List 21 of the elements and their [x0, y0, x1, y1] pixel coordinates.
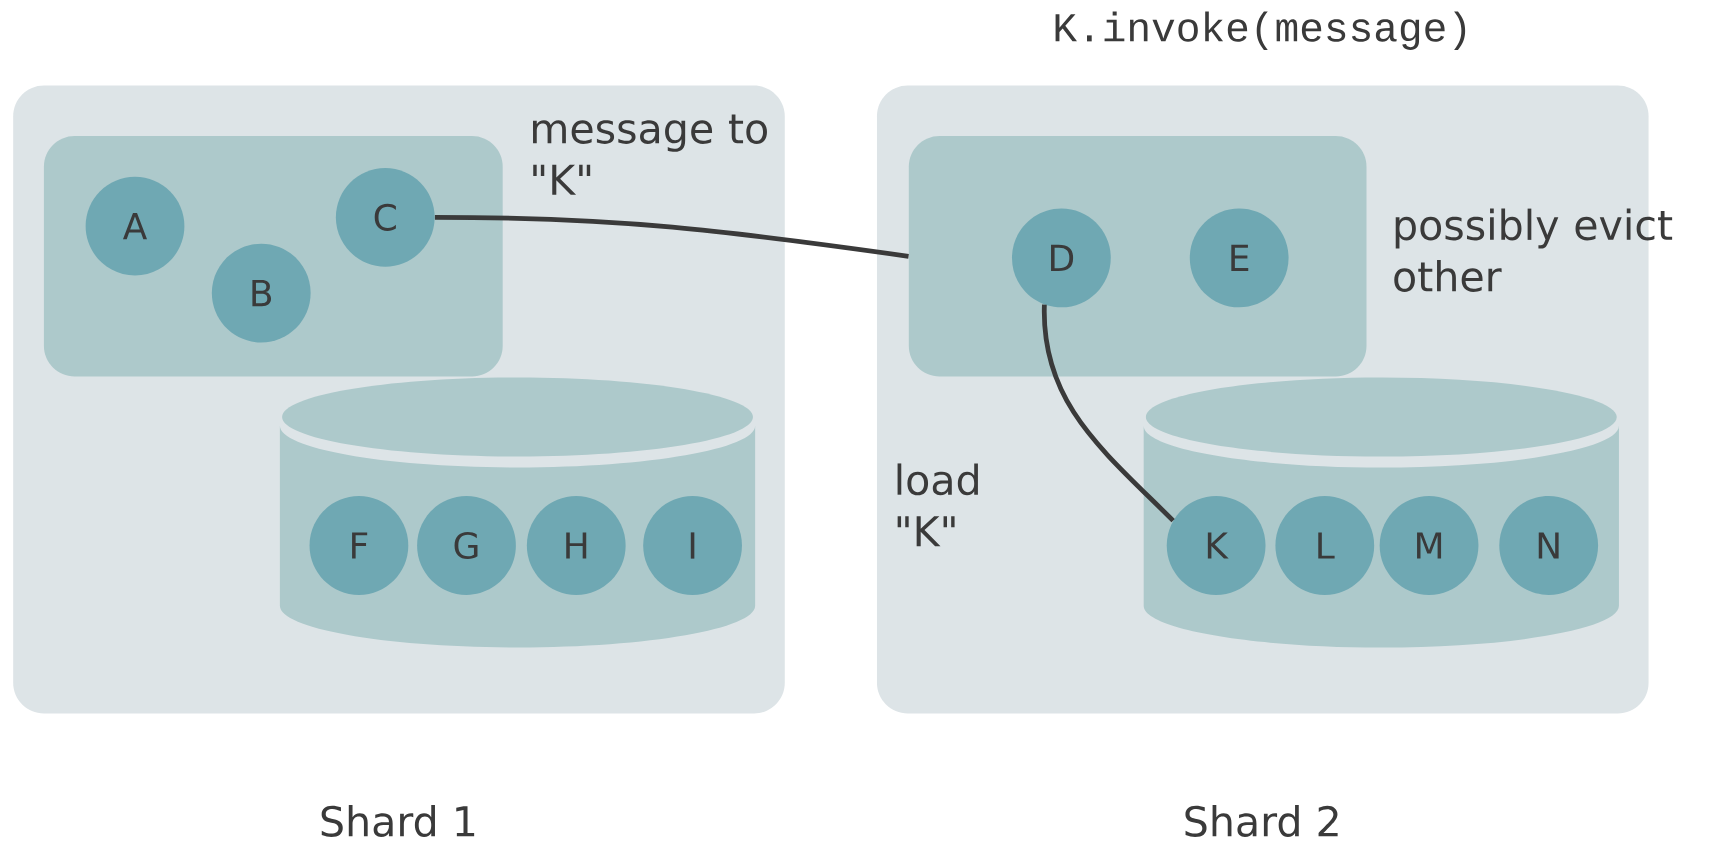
circle-node: C [335, 167, 435, 267]
circle-node: L [1275, 496, 1375, 595]
circle-node: K [1166, 496, 1266, 595]
circle-node: A [85, 176, 185, 276]
connector-line [434, 214, 909, 259]
circle-node: G [417, 496, 516, 595]
panel-heading: Shard 2 [1185, 804, 1338, 837]
circle-node: F [309, 496, 409, 595]
circle-node: B [211, 243, 311, 343]
circle-node: N [1499, 496, 1599, 595]
circle-node: E [1189, 208, 1289, 308]
connector-line [1042, 304, 1175, 523]
circle-node: M [1379, 496, 1479, 595]
edge-label: load "K" [897, 463, 978, 546]
note-label: possibly evict other [1394, 208, 1673, 292]
panel-heading: Shard 1 [321, 804, 475, 837]
circle-node: H [526, 496, 626, 595]
edge-label: message to "K" [533, 114, 767, 195]
code-label: K.invoke(message) [1055, 11, 1466, 50]
circle-node: I [643, 496, 742, 595]
circle-node: D [1012, 208, 1111, 308]
